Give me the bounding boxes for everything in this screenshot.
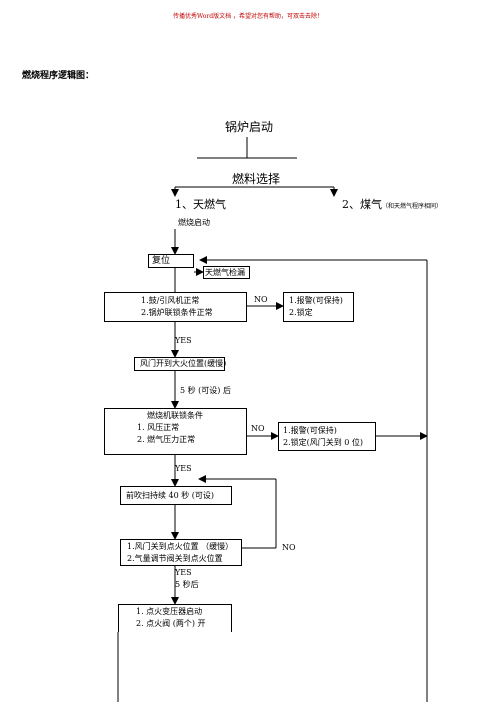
damper-max-box [134, 357, 225, 371]
check1-line1: 1.鼓/引风机正常 [141, 296, 200, 305]
header-note: 传播优秀Word版文档 ，希望对您有帮助，可双击去除！ [173, 13, 323, 20]
option-coal-note: （和天燃气程序相同） [382, 203, 443, 210]
alarm2-box: 1.报警(可保持) 2.锁定(风门关到 0 位) [278, 422, 376, 451]
yes1-label: YES [175, 336, 192, 345]
reset-box: 复位 [148, 254, 194, 268]
check2-title: 燃烧机联锁条件 [147, 411, 203, 420]
reset-label: 复位 [152, 256, 171, 266]
option-coal-label: 2、煤气 [342, 198, 382, 211]
fuel-select-label: 燃料选择 [232, 172, 281, 186]
yes3-label: YES [175, 568, 192, 577]
ignite-line2: 2. 点火阀 (两个) 开 [136, 619, 206, 628]
alarm2-line2: 2.锁定(风门关到 0 位) [283, 438, 364, 447]
check2-box: 燃烧机联锁条件 1. 风压正常 2. 燃气压力正常 [104, 408, 247, 455]
delay2-label: 5 秒后 [175, 580, 199, 589]
option-coal: 2、煤气（和天燃气程序相同） [342, 196, 442, 212]
check1-box: 1.鼓/引风机正常 2.锅炉联锁条件正常 [104, 292, 247, 322]
no2-label: NO [251, 424, 265, 433]
burner-start-label: 燃烧启动 [178, 218, 210, 227]
ignite-box: 1. 点火变压器启动 2. 点火阀 (两个) 开 [118, 604, 232, 632]
check2-line2: 2. 燃气压力正常 [137, 435, 196, 444]
damper-max-label: 风门开到大火位置(缓慢) [140, 359, 227, 368]
start-label: 锅炉启动 [225, 120, 274, 134]
no3-label: NO [282, 543, 296, 552]
prepurge-label: 前吹扫持续 40 秒 (可设) [126, 491, 215, 500]
gas-leak-check-box: 天燃气检漏 [203, 266, 250, 279]
alarm1-line1: 1.报警(可保持) [289, 296, 343, 305]
section-title: 燃烧程序逻辑图： [22, 71, 95, 81]
check2-line1: 1. 风压正常 [137, 423, 180, 432]
ignition-pos-line2: 2.气量调节阀关到点火位置 [127, 554, 223, 563]
ignite-line1: 1. 点火变压器启动 [136, 607, 203, 616]
delay1-label: 5 秒 (可设) 后 [180, 386, 231, 395]
alarm2-line1: 1.报警(可保持) [283, 426, 337, 435]
check1-line2: 2.锅炉联锁条件正常 [141, 308, 213, 317]
prepurge-box: 前吹扫持续 40 秒 (可设) [120, 486, 232, 505]
ignition-pos-box: 1.风门关到点火位置 （缓慢） 2.气量调节阀关到点火位置 [120, 539, 242, 566]
alarm1-line2: 2.锁定 [289, 308, 313, 317]
option-gas: 1、天燃气 [175, 198, 226, 211]
gas-leak-check-label: 天燃气检漏 [205, 268, 245, 277]
no1-label: NO [254, 295, 268, 304]
alarm1-box: 1.报警(可保持) 2.锁定 [283, 292, 354, 322]
ignition-pos-line1: 1.风门关到点火位置 （缓慢） [127, 542, 234, 551]
yes2-label: YES [175, 464, 192, 473]
